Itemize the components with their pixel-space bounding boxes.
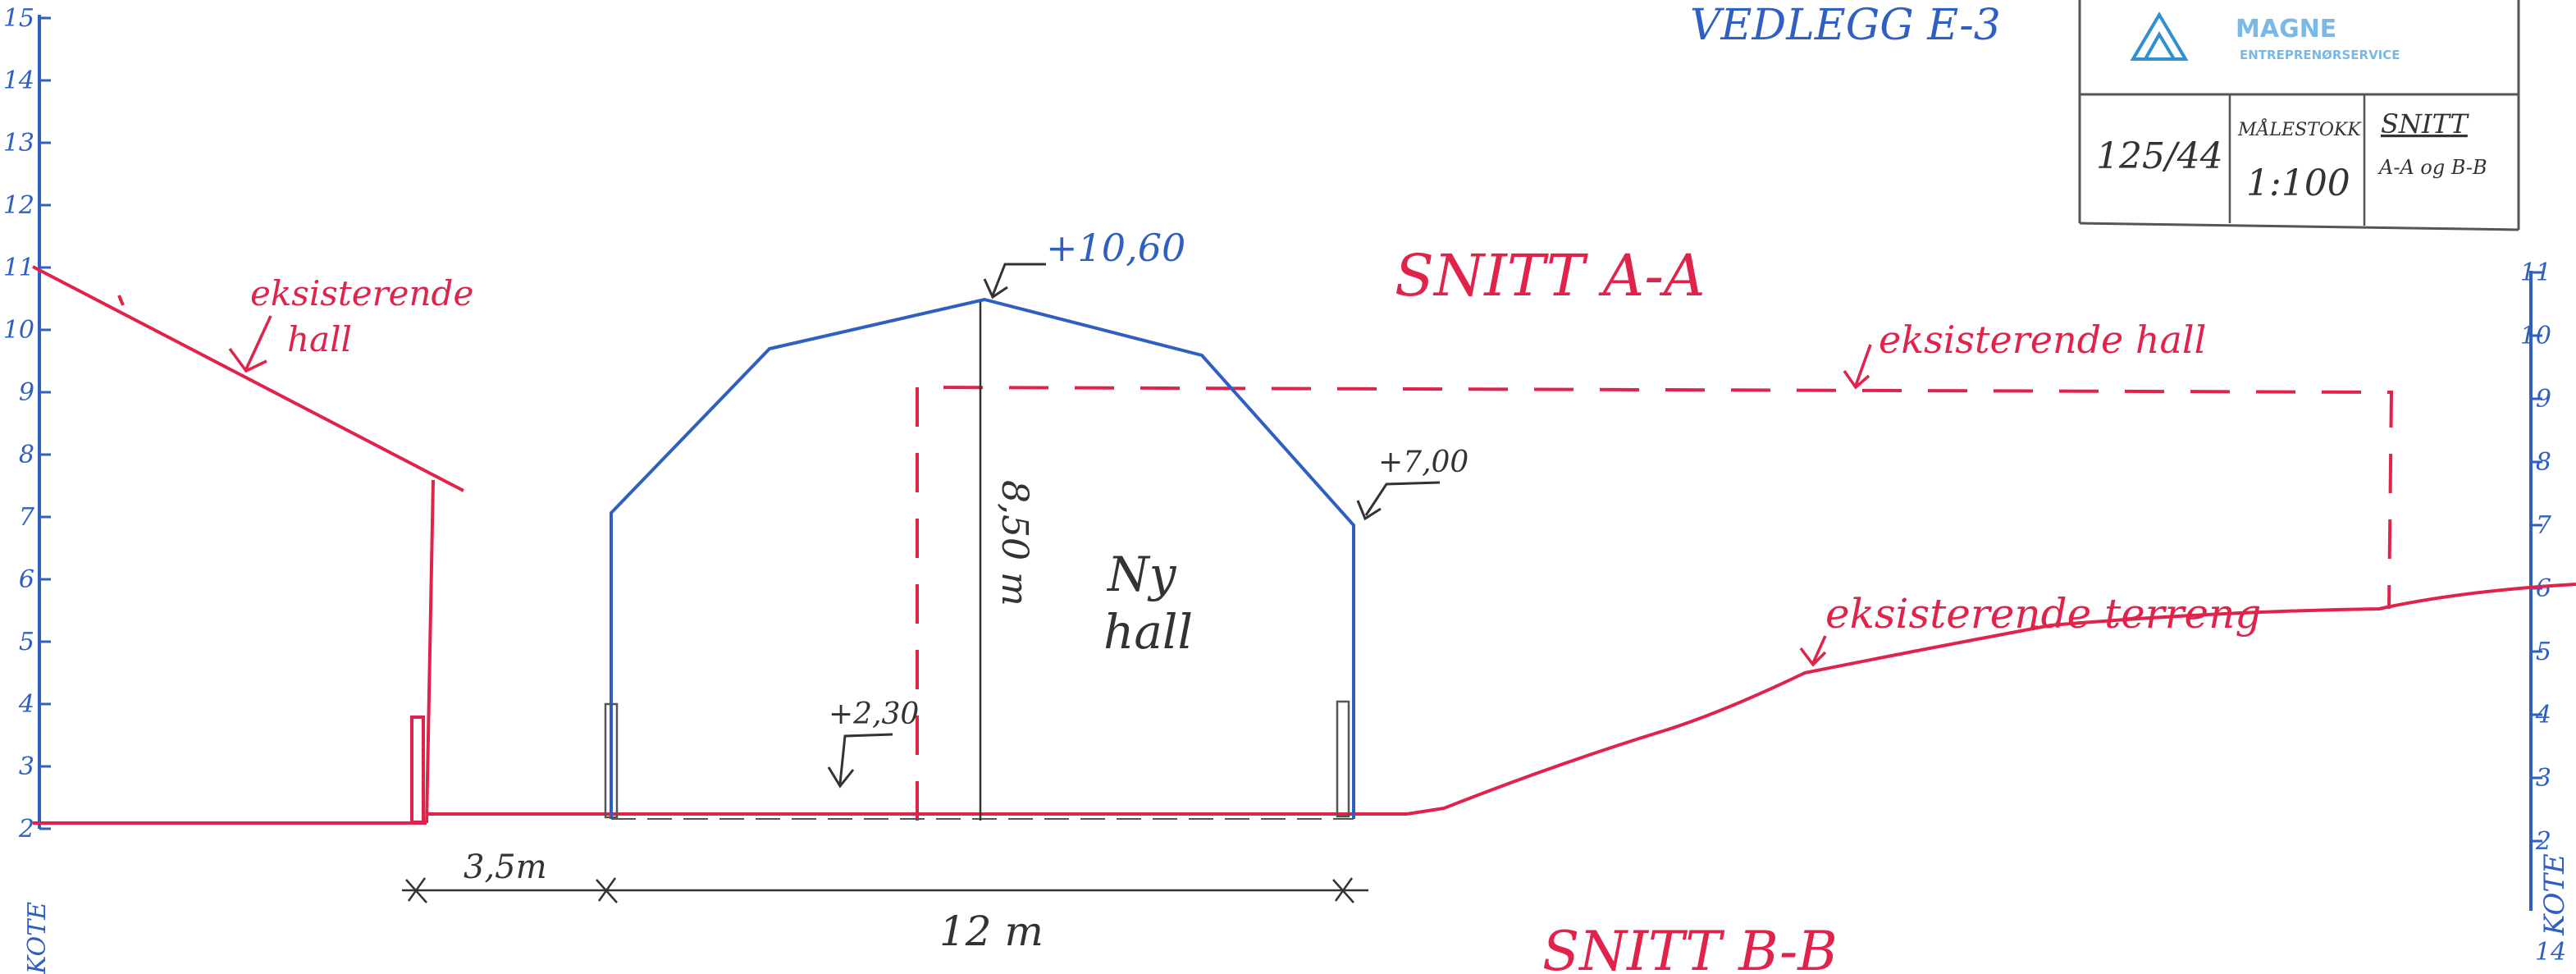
appendix-label: VEDLEGG E-3 bbox=[1690, 1, 2001, 50]
floor-level-arrow-icon bbox=[827, 733, 893, 789]
left-axis-tick-label-12: 12 bbox=[3, 191, 34, 220]
gap-dim-label: 3,5m bbox=[464, 848, 547, 886]
left-axis-tick-label-4: 4 bbox=[18, 690, 34, 719]
right-axis-tick-label-8: 8 bbox=[2536, 448, 2551, 477]
plan-dimensions: 3,5m 12 m bbox=[402, 848, 1368, 955]
left-axis-tick-label-6: 6 bbox=[19, 565, 34, 594]
existing-hall-right-label: eksisterende hall bbox=[1879, 318, 2206, 362]
company-logo: MAGNE ENTREPRENØRSERVICE bbox=[2130, 11, 2400, 62]
new-hall-label-1: Ny bbox=[1106, 546, 1177, 602]
existing-terrain-arrow-icon bbox=[1799, 635, 1827, 667]
right-axis-tick-label-9: 9 bbox=[2536, 385, 2551, 414]
left-elevation-axis: 2 3 4 5 6 7 8 9 10 11 12 13 14 15 KOTE bbox=[3, 4, 52, 974]
scale-heading: MÅLESTOKK bbox=[2237, 117, 2362, 140]
logo-name: MAGNE bbox=[2236, 15, 2336, 43]
title-block: MAGNE ENTREPRENØRSERVICE 125/44 MÅLESTOK… bbox=[2078, 0, 2520, 231]
existing-terrain: eksisterende terreng bbox=[33, 583, 2576, 825]
floor-level-marker: +2,30 bbox=[827, 697, 919, 789]
project-number: 125/44 bbox=[2096, 135, 2223, 177]
ridge-level: +10,60 bbox=[1046, 226, 1185, 270]
existing-hall-left: eksisterende hall bbox=[32, 265, 473, 824]
height-dim-label: 8,50 m bbox=[993, 480, 1035, 606]
left-axis-tick-label-15: 15 bbox=[3, 4, 34, 33]
left-axis-label: KOTE bbox=[23, 902, 52, 974]
scale-value: 1:100 bbox=[2246, 162, 2350, 204]
right-axis-tick-label-2: 2 bbox=[2535, 827, 2551, 856]
right-elevation-axis: 2 3 4 5 6 7 8 9 10 11 KOTE 14 bbox=[2520, 258, 2571, 967]
eave-level: +7,00 bbox=[1378, 446, 1468, 479]
eave-level-marker: +7,00 bbox=[1356, 446, 1468, 521]
section-a-title: SNITT A-A bbox=[1395, 242, 1706, 309]
left-axis-tick-label-14: 14 bbox=[3, 66, 34, 95]
existing-terrain-label: eksisterende terreng bbox=[1825, 590, 2261, 638]
left-axis-tick-label-13: 13 bbox=[3, 129, 34, 158]
left-axis-tick-label-2: 2 bbox=[18, 815, 34, 844]
right-axis-label: KOTE bbox=[2538, 853, 2571, 936]
existing-hall-left-arrow-icon bbox=[228, 315, 272, 373]
right-axis-tick-label-6: 6 bbox=[2536, 574, 2551, 603]
right-axis-tick-label-11: 11 bbox=[2520, 258, 2551, 287]
new-hall: Ny hall bbox=[604, 297, 1355, 820]
right-axis-tick-label-4: 4 bbox=[2535, 701, 2551, 729]
existing-hall-left-label-1: eksisterende bbox=[250, 273, 473, 313]
left-axis-tick-label-3: 3 bbox=[19, 752, 34, 781]
drawing-value: A-A og B-B bbox=[2377, 156, 2487, 179]
left-axis-tick-label-5: 5 bbox=[19, 628, 34, 656]
left-axis-tick-label-10: 10 bbox=[3, 316, 34, 345]
left-axis-tick-label-9: 9 bbox=[19, 378, 34, 407]
height-dimension: 8,50 m bbox=[979, 302, 1035, 821]
left-axis-tick-label-7: 7 bbox=[19, 503, 35, 532]
left-axis-tick-label-8: 8 bbox=[19, 441, 34, 469]
right-axis-corner-tick: 14 bbox=[2535, 938, 2566, 967]
new-hall-label-2: hall bbox=[1103, 604, 1193, 660]
ridge-level-arrow-icon bbox=[983, 263, 1046, 300]
right-axis-tick-label-3: 3 bbox=[2536, 764, 2551, 793]
floor-level: +2,30 bbox=[829, 697, 919, 731]
eave-level-arrow-icon bbox=[1356, 481, 1441, 521]
logo-mark-icon bbox=[2130, 11, 2189, 61]
existing-hall-left-label-2: hall bbox=[287, 319, 352, 359]
section-b-title: SNITT B-B bbox=[1542, 920, 1838, 974]
drawing-heading: SNITT bbox=[2381, 108, 2470, 139]
right-axis-tick-label-5: 5 bbox=[2536, 638, 2551, 666]
logo-subtitle: ENTREPRENØRSERVICE bbox=[2240, 48, 2400, 62]
ridge-level-marker: +10,60 bbox=[983, 226, 1185, 300]
existing-hall-right-arrow-icon bbox=[1843, 344, 1872, 390]
right-axis-tick-label-10: 10 bbox=[2520, 322, 2551, 350]
right-axis-tick-label-7: 7 bbox=[2536, 511, 2552, 540]
width-dim-label: 12 m bbox=[939, 908, 1044, 955]
left-axis-tick-label-11: 11 bbox=[3, 254, 34, 282]
existing-hall-right: eksisterende hall bbox=[916, 318, 2394, 821]
